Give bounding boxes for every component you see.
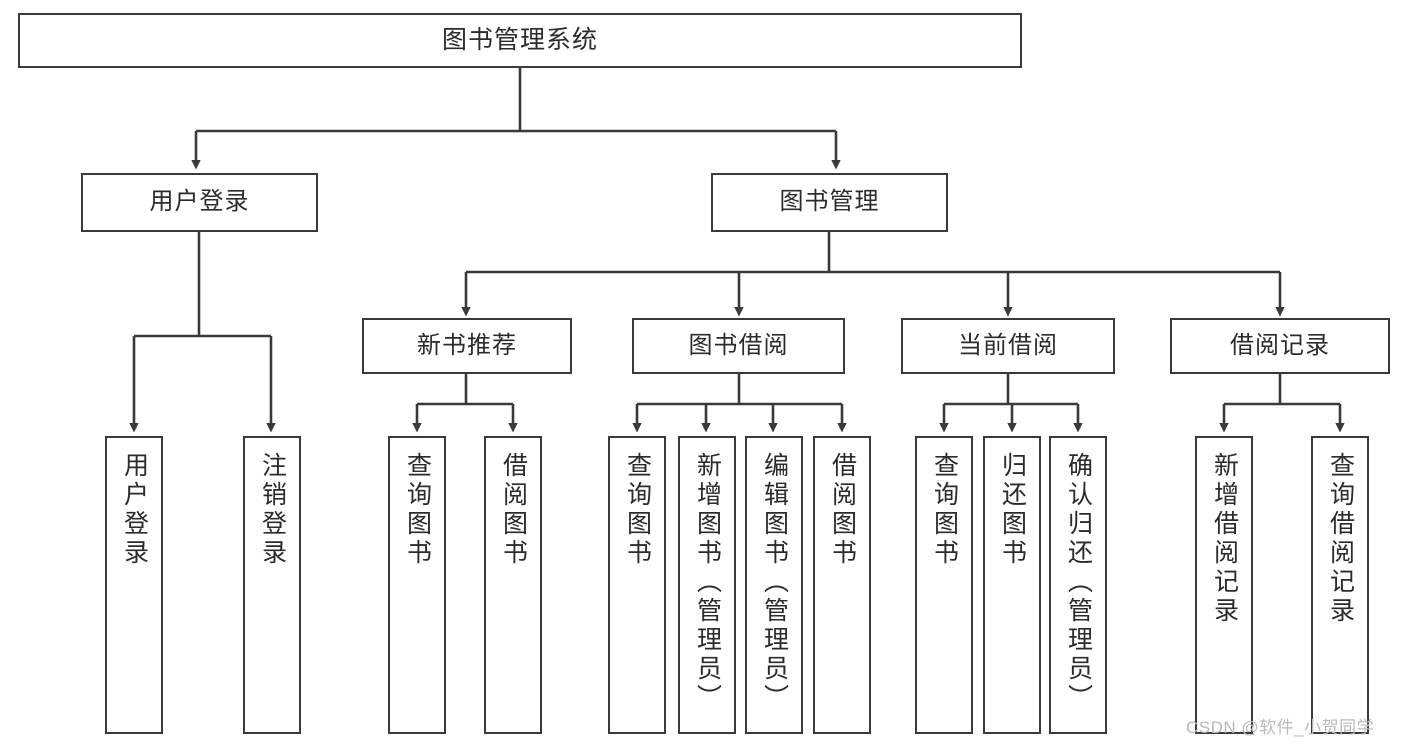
leaf-add-book-admin[interactable]: 新增图书（管理员） (678, 436, 736, 734)
node-label: 查询图书 (930, 452, 959, 568)
leaf-query-borrowing-record[interactable]: 查询借阅记录 (1311, 436, 1369, 734)
node-book-borrowing[interactable]: 图书借阅 (632, 318, 845, 374)
node-label: 确认归还（管理员） (1064, 452, 1093, 713)
leaf-return-books[interactable]: 归还图书 (983, 436, 1041, 734)
csdn-watermark: CSDN @软件_小贺同学 (1186, 718, 1375, 737)
node-current-borrowing[interactable]: 当前借阅 (901, 318, 1115, 374)
node-label: 当前借阅 (958, 331, 1058, 359)
leaf-logout[interactable]: 注销登录 (243, 436, 301, 734)
node-new-book-recommendation[interactable]: 新书推荐 (362, 318, 572, 374)
node-label: 归还图书 (998, 452, 1027, 568)
leaf-edit-book-admin[interactable]: 编辑图书（管理员） (745, 436, 803, 734)
node-label: 新增借阅记录 (1210, 452, 1239, 626)
node-label: 新书推荐 (417, 331, 517, 359)
leaf-query-books-recommendation[interactable]: 查询图书 (388, 436, 446, 734)
node-label: 查询图书 (403, 452, 432, 568)
node-label: 图书管理 (779, 188, 880, 216)
leaf-query-books-borrowing[interactable]: 查询图书 (608, 436, 666, 734)
node-label: 图书管理系统 (441, 25, 598, 54)
node-label: 用户登录 (149, 188, 250, 216)
node-label: 用户登录 (120, 452, 149, 568)
node-label: 借阅图书 (828, 452, 857, 568)
node-label: 新增图书（管理员） (693, 452, 722, 713)
leaf-add-borrowing-record[interactable]: 新增借阅记录 (1195, 436, 1253, 734)
node-label: 查询借阅记录 (1326, 452, 1355, 626)
leaf-confirm-return-admin[interactable]: 确认归还（管理员） (1049, 436, 1107, 734)
leaf-borrow-books[interactable]: 借阅图书 (813, 436, 871, 734)
leaf-borrow-books-recommendation[interactable]: 借阅图书 (484, 436, 542, 734)
node-borrowing-records[interactable]: 借阅记录 (1170, 318, 1390, 374)
node-label: 图书借阅 (688, 331, 789, 359)
node-label: 借阅记录 (1230, 331, 1330, 359)
node-user-login[interactable]: 用户登录 (81, 173, 318, 232)
node-book-management[interactable]: 图书管理 (711, 173, 948, 232)
node-root-library-management-system[interactable]: 图书管理系统 (18, 13, 1022, 68)
node-label: 查询图书 (623, 452, 652, 568)
leaf-user-login[interactable]: 用户登录 (105, 436, 163, 734)
node-label: 借阅图书 (499, 452, 528, 568)
node-label: 注销登录 (258, 452, 287, 568)
node-label: 编辑图书（管理员） (760, 452, 789, 713)
leaf-query-books-current[interactable]: 查询图书 (915, 436, 973, 734)
